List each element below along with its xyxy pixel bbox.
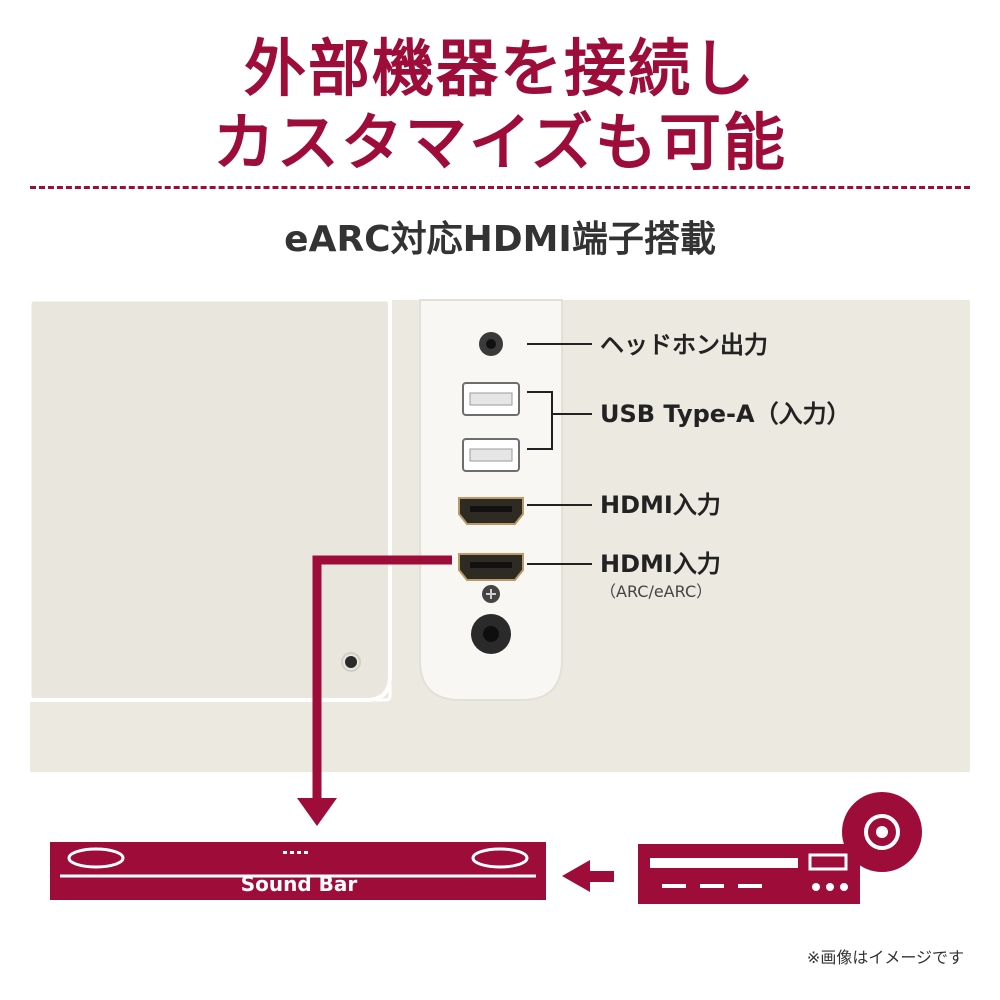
usb-port-icon[interactable]: [462, 438, 520, 472]
media-player-icon: [638, 844, 860, 904]
dashed-divider: [30, 186, 970, 189]
hdmi-earc-input-label: HDMI入力: [600, 550, 721, 578]
screw-hole-icon: [345, 656, 357, 668]
hdmi-input-label: HDMI入力: [600, 491, 721, 519]
disc-icon: [842, 792, 922, 872]
headline-line-2: カスタマイズも可能: [212, 106, 788, 179]
arc-earc-note: （ARC/eARC）: [600, 582, 713, 601]
usb-type-a-label: USB Type-A（入力）: [600, 400, 851, 428]
back-cover-panel: [28, 298, 392, 702]
left-arrow-icon: [562, 860, 614, 892]
image-footnote: ※画像はイメージです: [806, 948, 964, 967]
subheading: eARC対応HDMI端子搭載: [284, 219, 716, 260]
headline-line-1: 外部機器を接続し: [243, 32, 756, 105]
headphone-output-label: ヘッドホン出力: [600, 331, 768, 359]
hdmi-earc-port-icon[interactable]: [458, 553, 524, 581]
connection-arrow: [297, 555, 452, 826]
sound-bar-icon: [50, 842, 546, 900]
usb-port-icon[interactable]: [462, 382, 520, 416]
hdmi-port-icon[interactable]: [458, 497, 524, 525]
sound-bar-label: Sound Bar: [240, 872, 358, 896]
